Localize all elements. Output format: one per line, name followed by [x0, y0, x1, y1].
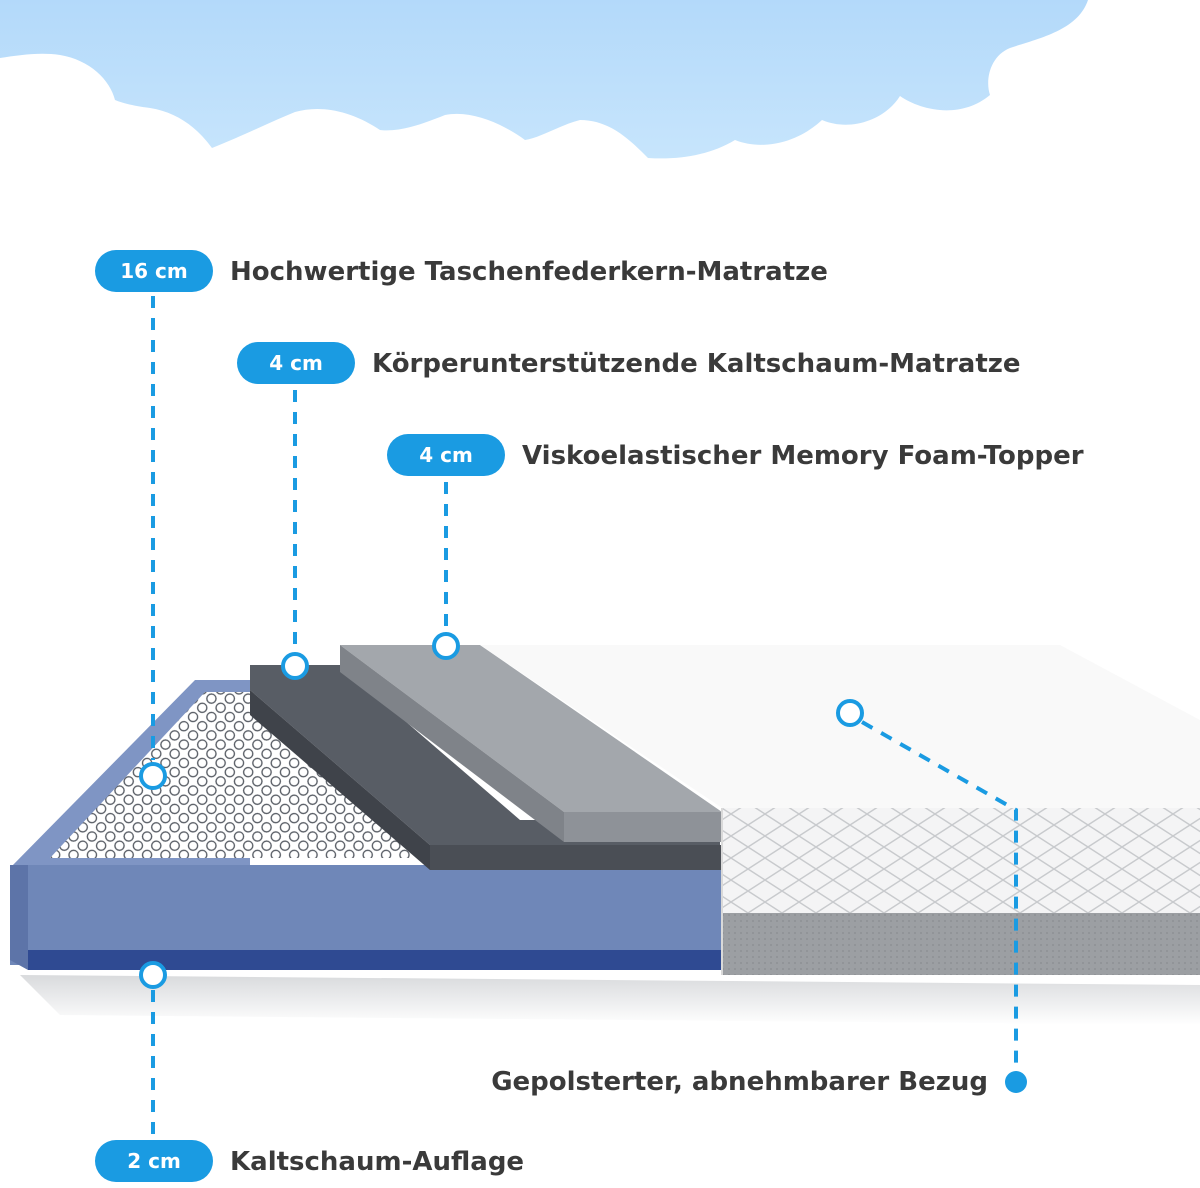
marker-cover	[836, 699, 864, 727]
label-memory-foam: Viskoelastischer Memory Foam-Topper	[522, 441, 1084, 471]
label-cover: Gepolsterter, abnehmbarer Bezug	[491, 1067, 988, 1097]
memory-foam-layer	[340, 645, 722, 842]
thickness-badge-springs: 16 cm	[95, 250, 213, 292]
label-cold-foam: Körperunterstützende Kaltschaum-Matratze	[372, 349, 1021, 379]
mattress-shadow	[20, 975, 1200, 1025]
thickness-badge-cold-foam: 4 cm	[237, 342, 355, 384]
leader-lines	[151, 296, 1018, 1138]
label-base-foam: Kaltschaum-Auflage	[230, 1147, 525, 1177]
cold-foam-layer	[250, 665, 722, 870]
marker-points	[139, 632, 864, 989]
leader-line-cover	[861, 720, 1018, 1068]
marker-base-foam	[139, 961, 167, 989]
thickness-badge-base-foam: 2 cm	[95, 1140, 213, 1182]
marker-cover-end	[1005, 1071, 1027, 1093]
pocket-spring-core	[50, 692, 420, 858]
marker-cold-foam	[281, 652, 309, 680]
cloud-sky-background	[0, 0, 1088, 159]
marker-memory-foam	[432, 632, 460, 660]
marker-springs	[139, 762, 167, 790]
thickness-badge-memory-foam: 4 cm	[387, 434, 505, 476]
label-springs: Hochwertige Taschenfederkern-Matratze	[230, 257, 828, 287]
removable-cover	[480, 645, 1200, 975]
